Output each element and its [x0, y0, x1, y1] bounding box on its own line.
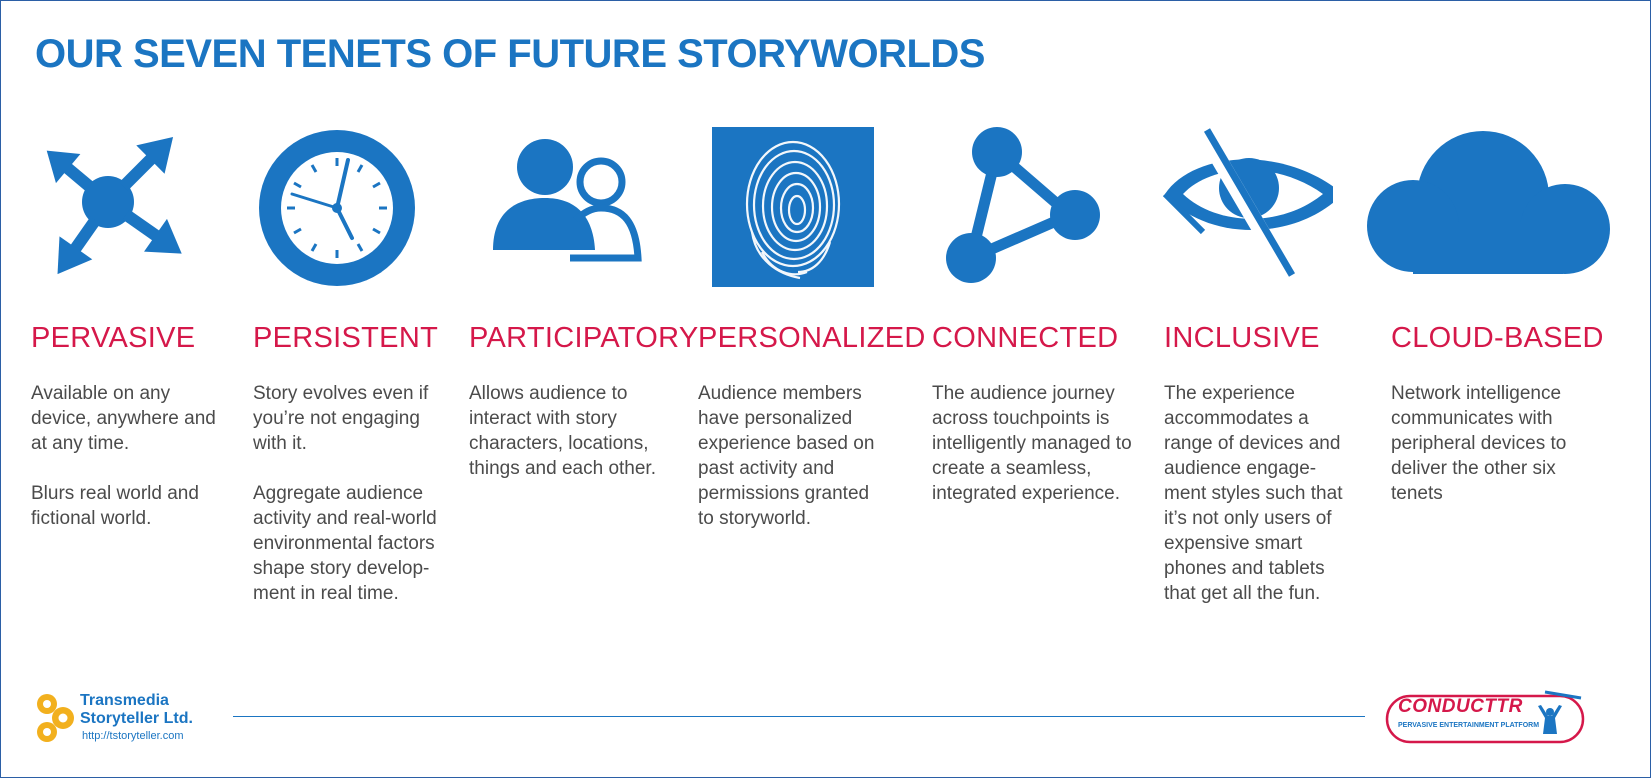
conductr-logo-name: CONDUCTTR [1398, 696, 1523, 717]
person-cheering-icon [1538, 705, 1562, 734]
tenet-heading: PERSISTENT [253, 322, 439, 354]
tenet-pervasive: PERVASIVE Available on any device, anywh… [31, 322, 221, 531]
conductr-logo-tagline: PERVASIVE ENTERTAINMENT PLATFORM [1398, 722, 1540, 729]
footer-divider [233, 716, 1365, 717]
tenet-description: The audience journey across touchpoints … [932, 383, 1132, 504]
transmedia-logo-line1: Transmedia [80, 692, 169, 709]
tenet-personalized: PERSONALIZED Audience members have perso… [698, 322, 926, 531]
tenet-cloud-based: CLOUD-BASED Network intelligence communi… [1391, 322, 1604, 506]
tenet-participatory: PARTICIPATORY Allows audience to interac… [469, 322, 699, 481]
cloud-icon [1367, 131, 1610, 274]
tenet-description: Available on any device, anywhere and at… [31, 383, 216, 454]
tenet-heading: CONNECTED [932, 322, 1119, 354]
tenet-inclusive: INCLUSIVE The experience accommodates a … [1164, 322, 1354, 606]
tenet-description: Audience members have personalized exper… [698, 383, 875, 529]
network-triangle-icon [946, 127, 1100, 283]
clock-icon [259, 130, 415, 286]
tenet-description-2: Blurs real world and fictional world. [31, 483, 199, 529]
tenet-persistent: PERSISTENT Story evolves even if you’re … [253, 322, 453, 606]
tenet-heading: PERVASIVE [31, 322, 196, 354]
arrows-outward-icon [46, 136, 182, 275]
users-icon [493, 139, 642, 262]
transmedia-logo-line2: Storyteller Ltd. [80, 710, 193, 727]
tenet-heading: PARTICIPATORY [469, 322, 699, 354]
tenet-heading: INCLUSIVE [1164, 322, 1320, 354]
gears-logo-icon [37, 694, 74, 742]
tenet-heading: PERSONALIZED [698, 322, 926, 354]
tenet-heading: CLOUD-BASED [1391, 322, 1604, 354]
tenet-description: Allows audience to interact with story c… [469, 383, 656, 479]
tenet-description: Network intelligence communicates with p… [1391, 383, 1567, 504]
tenet-description: The experience accommodates a range of d… [1164, 383, 1343, 604]
fingerprint-icon [712, 127, 874, 287]
transmedia-url-link[interactable]: http://tstoryteller.com [82, 730, 184, 742]
tenet-connected: CONNECTED The audience journey across to… [932, 322, 1132, 506]
conductr-logo [1385, 690, 1585, 744]
tenet-description-2: Aggregate audience activity and real-wor… [253, 483, 437, 604]
page-title: OUR SEVEN TENETS OF FUTURE STORYWORLDS [35, 32, 985, 76]
tenet-description: Story evolves even if you’re not engagin… [253, 383, 429, 454]
eye-slash-icon [1163, 127, 1333, 282]
